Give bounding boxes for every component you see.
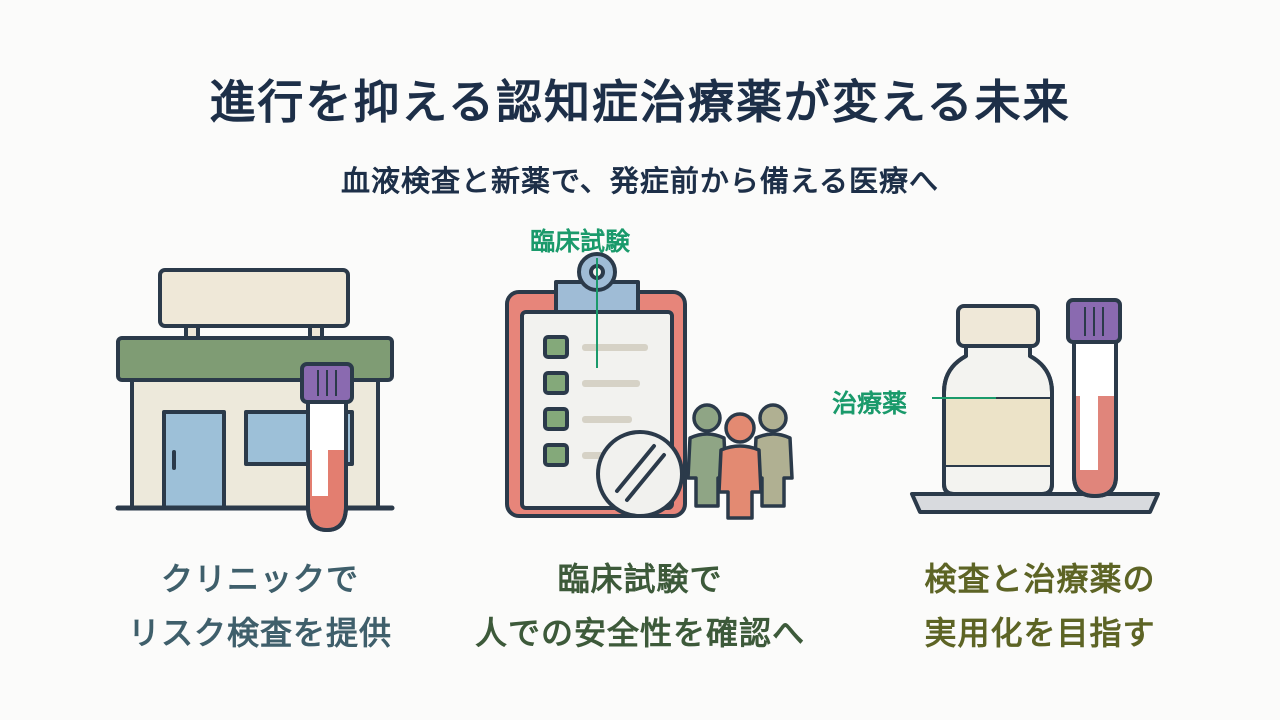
caption-trial-line2: 人での安全性を確認へ bbox=[474, 614, 805, 652]
pill-icon bbox=[596, 430, 684, 518]
blood-tube-icon bbox=[300, 362, 354, 532]
callout-treatment: 治療薬 bbox=[832, 389, 908, 418]
tray-icon bbox=[910, 492, 1160, 514]
medicine-bottle-icon bbox=[942, 304, 1054, 496]
caption-clinic: クリニックで リスク検査を提供 bbox=[70, 552, 450, 660]
blood-tube-icon-2 bbox=[1066, 298, 1122, 498]
callout-clinical-trial: 臨床試験 bbox=[530, 227, 631, 256]
page-title: 進行を抑える認知症治療薬が変える未来 bbox=[209, 75, 1071, 129]
caption-practical-line1: 検査と治療薬の bbox=[924, 560, 1156, 598]
caption-trial: 臨床試験で 人での安全性を確認へ bbox=[440, 552, 840, 660]
people-icon bbox=[686, 403, 794, 520]
caption-practical: 検査と治療薬の 実用化を目指す bbox=[850, 552, 1230, 660]
page-subtitle: 血液検査と新薬で、発症前から備える医療へ bbox=[341, 164, 939, 198]
caption-clinic-line1: クリニックで bbox=[160, 560, 359, 598]
caption-clinic-line2: リスク検査を提供 bbox=[127, 614, 392, 652]
caption-practical-line2: 実用化を目指す bbox=[924, 614, 1156, 652]
caption-trial-line1: 臨床試験で bbox=[557, 560, 723, 598]
